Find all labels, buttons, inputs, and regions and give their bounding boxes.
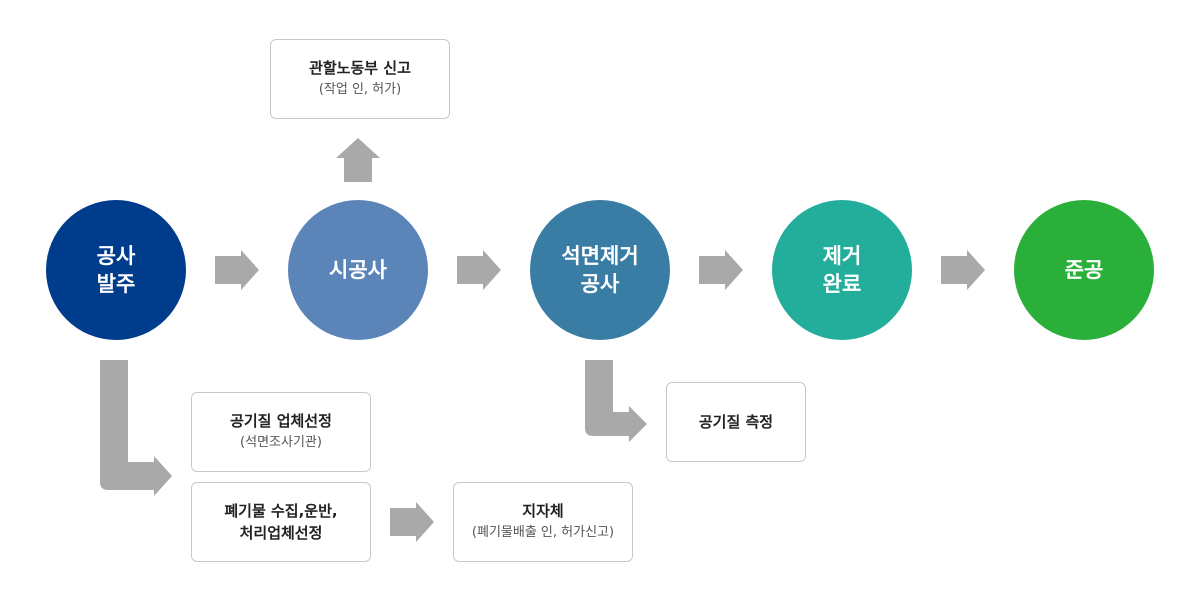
labor-office-report-box: 관할노동부 신고 (작업 인, 허가) — [270, 39, 450, 119]
arrow-right-icon — [215, 250, 259, 290]
elbow-arrow-icon — [585, 360, 647, 442]
step-contractor: 시공사 — [288, 200, 428, 340]
step-asbestos-removal: 석면제거 공사 — [530, 200, 670, 340]
arrow-right-icon — [390, 502, 434, 542]
local-government-subtitle: (폐기물배출 인, 허가신고) — [471, 525, 615, 540]
air-quality-measure-box: 공기질 측정 — [666, 382, 806, 462]
air-quality-vendor-box: 공기질 업체선정 (석면조사기관) — [191, 392, 371, 472]
waste-vendor-line2: 처리업체선정 — [239, 524, 323, 542]
arrow-right-icon — [941, 250, 985, 290]
step-construction-order-line1: 공사 — [96, 244, 136, 268]
step-completion-label: 준공 — [1064, 258, 1104, 282]
step-contractor-label: 시공사 — [329, 258, 387, 282]
step-removal-complete-line2: 완료 — [822, 272, 862, 296]
air-quality-measure-title: 공기질 측정 — [698, 413, 774, 431]
elbow-arrow-icon — [100, 360, 172, 496]
labor-office-title: 관할노동부 신고 — [309, 59, 411, 77]
air-quality-vendor-title: 공기질 업체선정 — [230, 412, 332, 430]
arrow-up-icon — [336, 138, 380, 182]
local-government-title: 지자체 — [522, 502, 564, 520]
waste-vendor-line1: 폐기물 수집,운반, — [224, 502, 338, 520]
step-removal-complete: 제거 완료 — [772, 200, 912, 340]
step-completion: 준공 — [1014, 200, 1154, 340]
arrow-right-icon — [699, 250, 743, 290]
step-asbestos-removal-line2: 공사 — [580, 272, 620, 296]
labor-office-subtitle: (작업 인, 허가) — [318, 82, 402, 97]
step-construction-order: 공사 발주 — [46, 200, 186, 340]
step-construction-order-line2: 발주 — [96, 272, 136, 296]
arrow-right-icon — [457, 250, 501, 290]
step-removal-complete-line1: 제거 — [822, 244, 862, 268]
air-quality-vendor-subtitle: (석면조사기관) — [240, 435, 322, 450]
local-government-box: 지자체 (폐기물배출 인, 허가신고) — [453, 482, 633, 562]
waste-vendor-box: 폐기물 수집,운반, 처리업체선정 — [191, 482, 371, 562]
step-asbestos-removal-line1: 석면제거 — [561, 244, 639, 268]
